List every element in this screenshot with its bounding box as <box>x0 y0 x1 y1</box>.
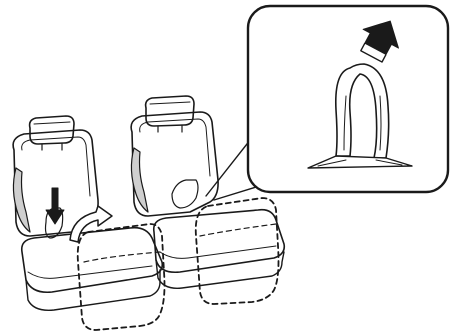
detail-callout <box>248 6 448 192</box>
dashed-highlight-left <box>78 224 165 330</box>
right-seat-cushion <box>154 210 285 273</box>
down-arrow-icon <box>46 188 64 224</box>
curved-arrow-icon <box>70 206 112 242</box>
